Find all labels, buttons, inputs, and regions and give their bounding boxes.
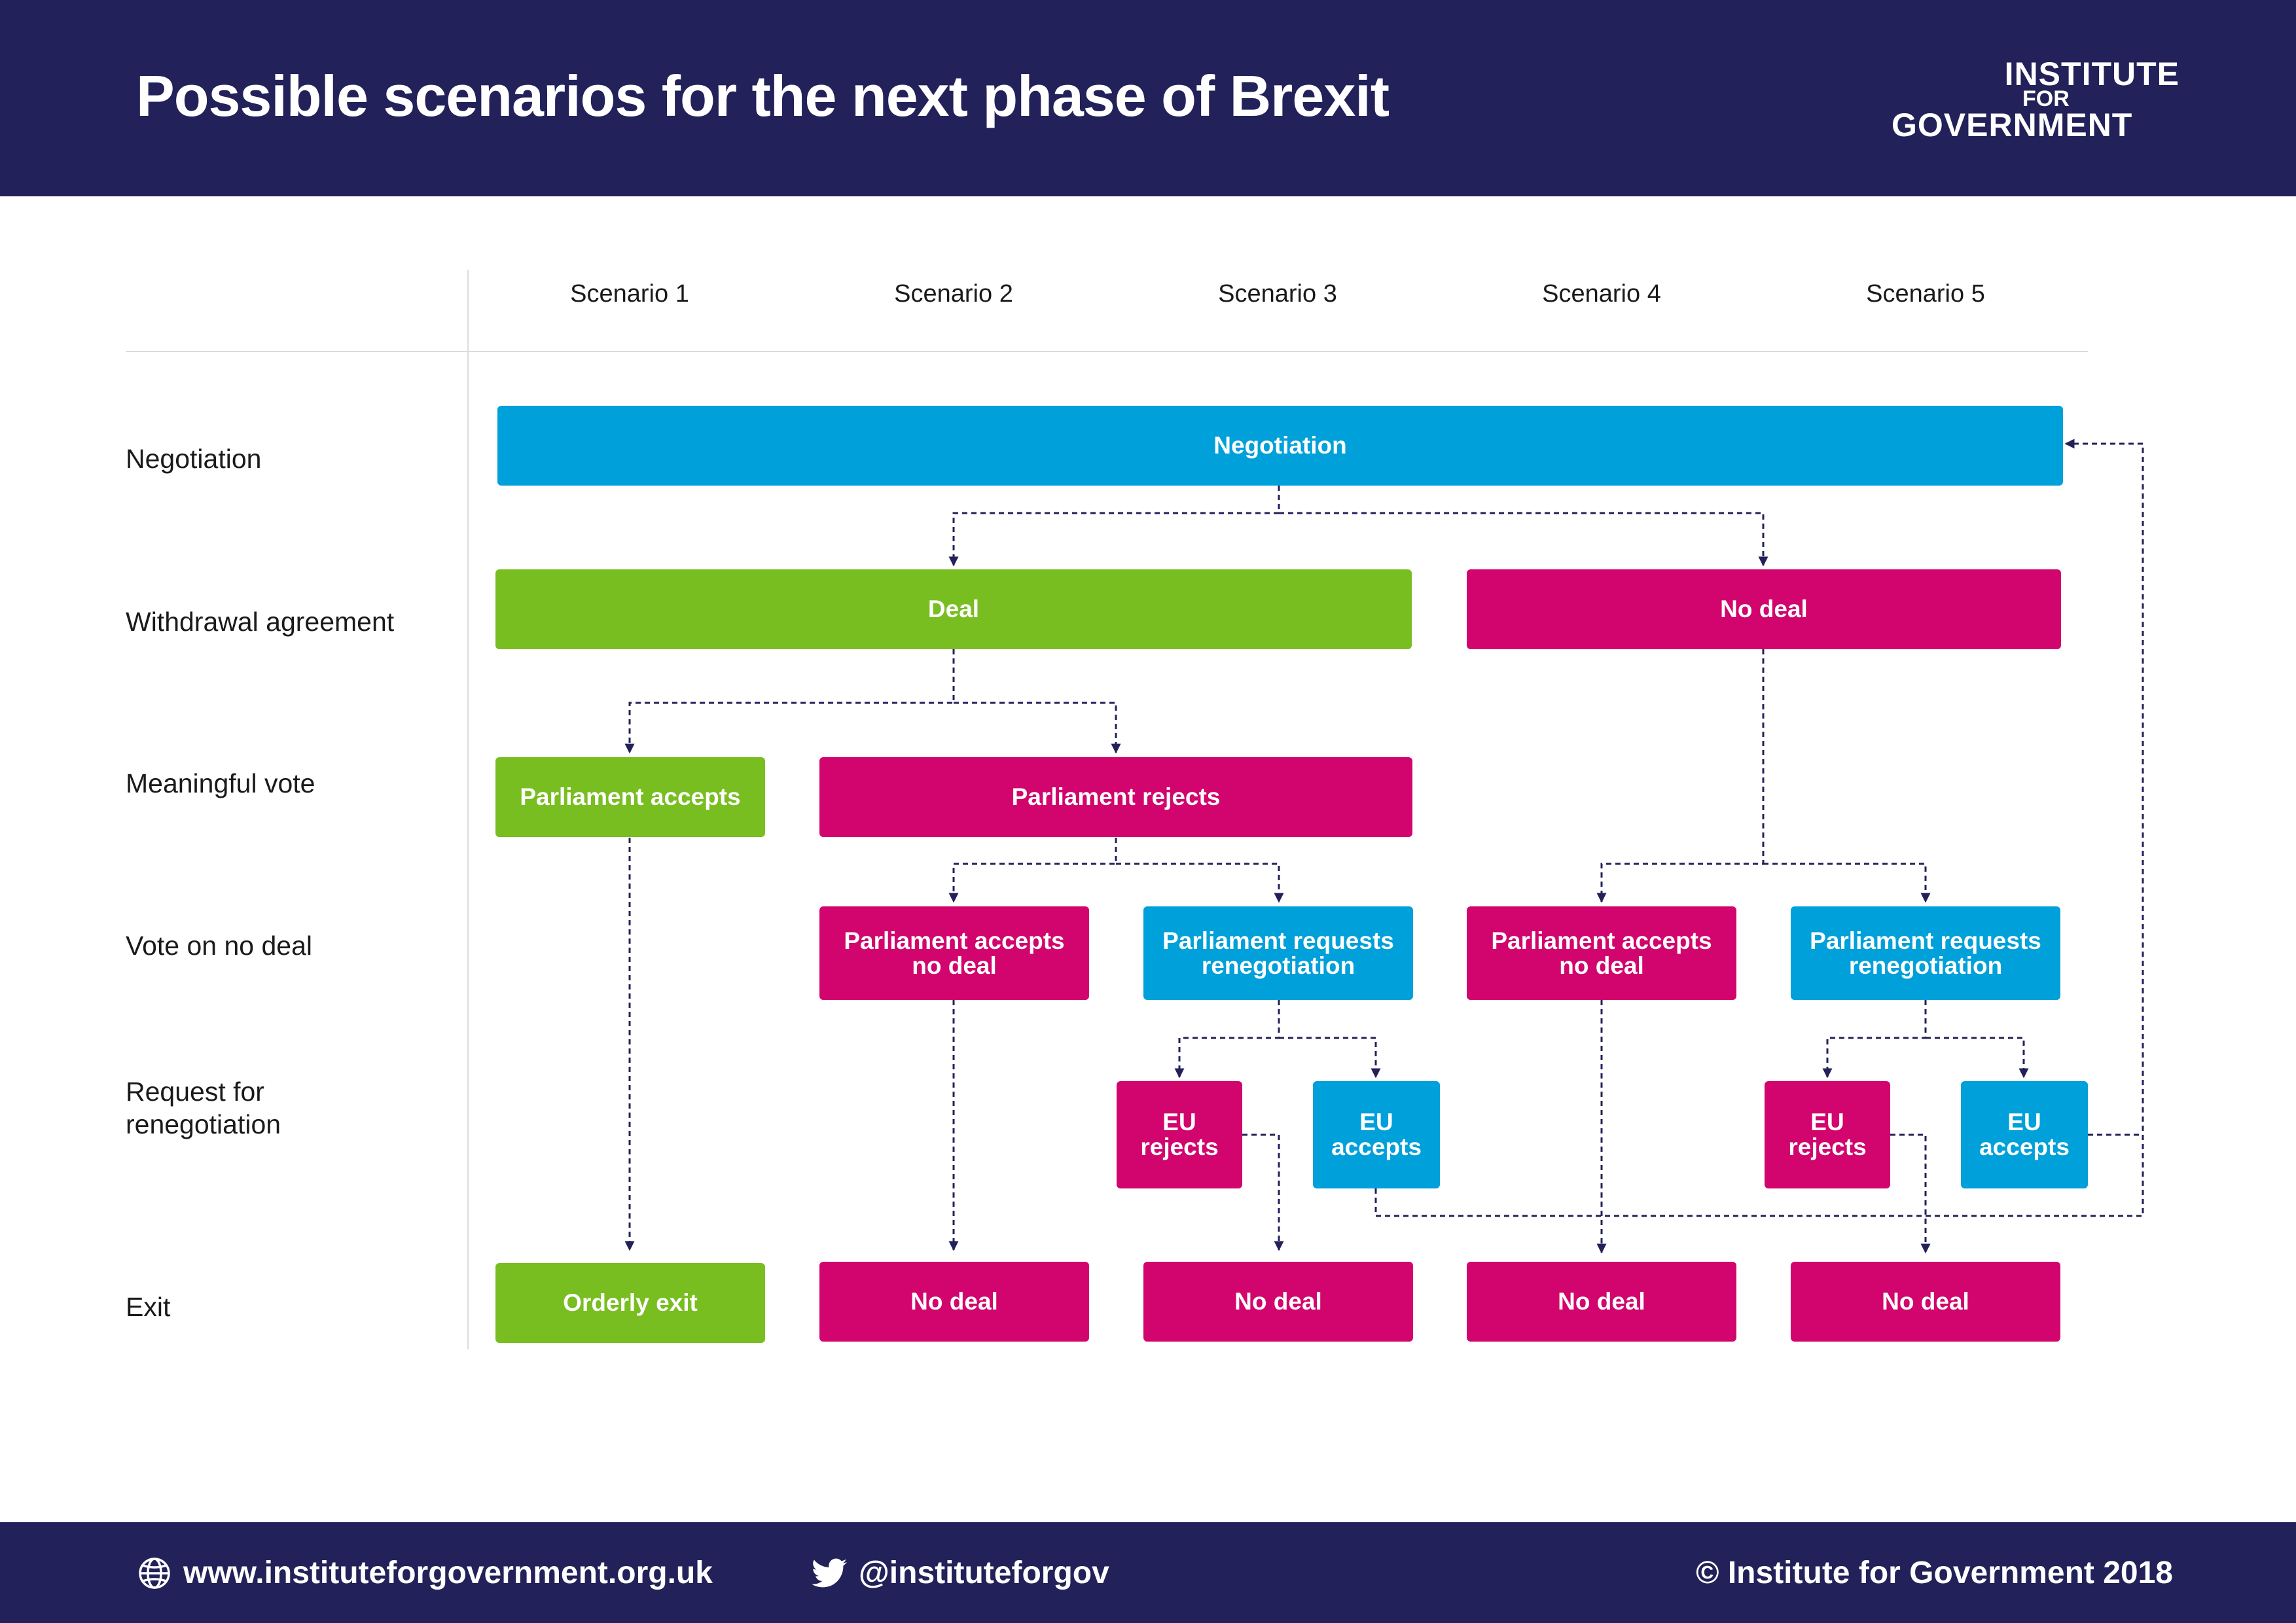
box-s3-eu-rejects: EU rejects <box>1117 1081 1242 1188</box>
box-s5-eu-rejects: EU rejects <box>1765 1081 1890 1188</box>
twitter-icon <box>812 1558 847 1587</box>
box-s4-parliament-accepts-no-deal: Parliament accepts no deal <box>1467 906 1736 1000</box>
footer-bar: www.instituteforgovernment.org.uk @insti… <box>0 1522 2296 1623</box>
box-negotiation: Negotiation <box>497 406 2063 486</box>
column-scenario-1: Scenario 1 <box>570 280 689 308</box>
globe-icon <box>139 1557 170 1589</box>
box-s2-parliament-accepts-no-deal: Parliament accepts no deal <box>819 906 1089 1000</box>
row-label-request-renegotiation: Request for renegotiation <box>126 1075 281 1141</box>
column-scenario-5: Scenario 5 <box>1866 280 1985 308</box>
institute-logo: INSTITUTE FOR GOVERNMENT <box>1892 55 2179 147</box>
box-parliament-rejects: Parliament rejects <box>819 757 1412 837</box>
footer-twitter[interactable]: @instituteforgov <box>812 1555 1109 1591</box>
row-label-vote-no-deal: Vote on no deal <box>126 931 312 961</box>
box-no-deal: No deal <box>1467 569 2061 649</box>
row-label-meaningful-vote: Meaningful vote <box>126 768 315 798</box>
box-parliament-accepts: Parliament accepts <box>495 757 765 837</box>
footer-website[interactable]: www.instituteforgovernment.org.uk <box>137 1555 713 1591</box>
logo-line-3: GOVERNMENT <box>1892 107 2133 143</box>
twitter-handle[interactable]: @instituteforgov <box>859 1556 1109 1590</box>
column-scenario-4: Scenario 4 <box>1542 280 1661 308</box>
row-label-exit: Exit <box>126 1292 171 1322</box>
page-title: Possible scenarios for the next phase of… <box>136 63 1390 128</box>
box-exit-s5-no-deal: No deal <box>1791 1262 2060 1342</box>
column-scenario-3: Scenario 3 <box>1218 280 1337 308</box>
header-bar: Possible scenarios for the next phase of… <box>0 0 2296 196</box>
label-divider <box>467 270 469 1349</box>
logo-line-2: FOR <box>2022 86 2070 111</box>
row-label-line-2: renegotiation <box>126 1109 281 1139</box>
box-s3-eu-accepts: EU accepts <box>1313 1081 1440 1188</box>
box-exit-orderly: Orderly exit <box>495 1263 765 1343</box>
website-link[interactable]: www.instituteforgovernment.org.uk <box>183 1556 713 1590</box>
box-deal: Deal <box>495 569 1412 649</box>
header-divider <box>126 351 2088 352</box>
footer-copyright: © Institute for Government 2018 <box>1696 1556 2173 1590</box>
box-s5-eu-accepts: EU accepts <box>1961 1081 2088 1188</box>
box-exit-s3-no-deal: No deal <box>1143 1262 1413 1342</box>
column-scenario-2: Scenario 2 <box>894 280 1013 308</box>
box-s5-parliament-requests-renegotiation: Parliament requests renegotiation <box>1791 906 2060 1000</box>
row-label-negotiation: Negotiation <box>126 444 262 474</box>
row-label-line-1: Request for <box>126 1077 264 1107</box>
row-label-withdrawal: Withdrawal agreement <box>126 607 395 637</box>
logo-line-1: INSTITUTE <box>2004 56 2179 92</box>
box-s3-parliament-requests-renegotiation: Parliament requests renegotiation <box>1143 906 1413 1000</box>
box-exit-s4-no-deal: No deal <box>1467 1262 1736 1342</box>
box-exit-s2-no-deal: No deal <box>819 1262 1089 1342</box>
